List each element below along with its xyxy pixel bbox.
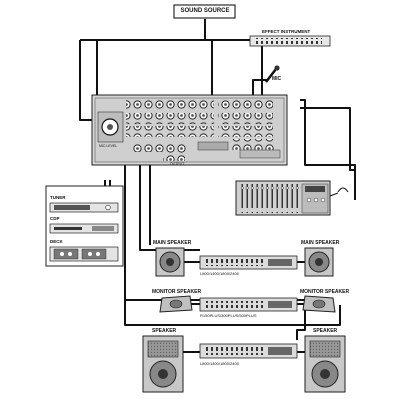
speaker-left-label: SPEAKER	[152, 328, 177, 334]
cable-effect-send	[80, 39, 263, 95]
monitor-speaker-right-label: MONITOR SPEAKER	[300, 289, 350, 295]
cable-lower-amp	[296, 299, 306, 340]
cable-mic	[252, 79, 267, 95]
output-label: OUTPUT	[170, 162, 185, 166]
monitor-amplifier	[199, 297, 298, 312]
main-amp-model-label: L800/1400/1800/2400	[200, 271, 239, 276]
monitor-speaker-right	[302, 295, 336, 313]
monitor-speaker-left	[159, 295, 193, 313]
source-devices-panel	[45, 185, 124, 267]
monitor-amp-model-label: R150PLUS/300PLUS/500PLUS	[200, 313, 257, 318]
secondary-mixer-unit	[235, 180, 349, 216]
effect-instrument-label: EFFECT INSTRUMENT	[262, 29, 311, 34]
sound-source-box	[173, 4, 236, 19]
mic-icon	[265, 65, 280, 83]
cable-lower-loop	[124, 300, 341, 326]
effect-instrument-unit	[249, 35, 331, 47]
cdp-unit	[49, 223, 119, 234]
monitor-speaker-left-label: MONITOR SPEAKER	[152, 289, 202, 295]
cable-sound-source	[204, 19, 213, 95]
main-speaker-left-label: MAIN SPEAKER	[153, 240, 192, 246]
tuner-label: TUNER	[50, 195, 66, 200]
sound-source-label: SOUND SOURCE	[180, 8, 230, 14]
cdp-label: CDP	[50, 216, 60, 221]
main-speaker-left	[155, 247, 185, 277]
deck-label: DECK	[50, 239, 63, 244]
cable-output-right	[300, 99, 356, 200]
speaker-right-label: SPEAKER	[313, 328, 338, 334]
main-speaker-right-label: MAIN SPEAKER	[301, 240, 340, 246]
cable-monitor-amp	[124, 160, 200, 301]
speaker-amp-model-label: L800/1400/1800/2400	[200, 361, 239, 366]
speaker-right	[304, 335, 346, 393]
speaker-amplifier	[199, 343, 298, 359]
headphone-icon	[337, 187, 349, 193]
main-amplifier	[199, 255, 298, 270]
cable-output-right-2	[300, 107, 355, 171]
mic-level-label: MIC.LEVEL	[99, 144, 118, 148]
speaker-left	[142, 335, 184, 393]
main-mixer-unit	[91, 94, 288, 166]
mic-label: MIC	[272, 76, 282, 82]
main-speaker-right	[304, 247, 334, 277]
